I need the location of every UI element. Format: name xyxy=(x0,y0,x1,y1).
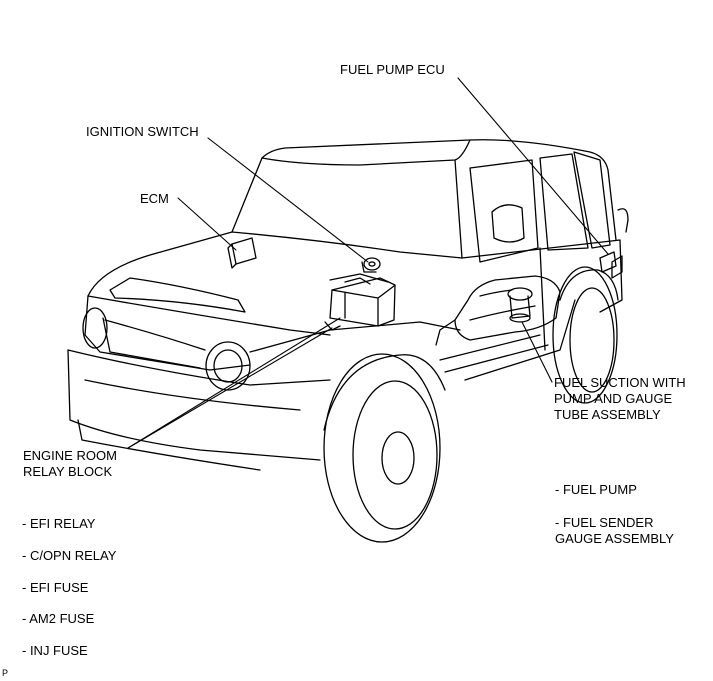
fuel-sender-label: - FUEL SENDER GAUGE ASSEMBLY xyxy=(555,515,674,547)
leader-fuel-suction xyxy=(521,321,553,383)
leader-engine-room xyxy=(127,327,333,449)
relay-item-efi-fuse: - EFI FUSE xyxy=(22,580,89,595)
fuel-tank-part xyxy=(435,275,561,346)
leader-ignition-switch xyxy=(207,137,369,263)
leader-fuel-pump-ecu xyxy=(457,77,609,255)
ignition-switch-part xyxy=(361,257,381,273)
fuel-suction-line-2: PUMP AND GAUGE xyxy=(554,391,673,406)
ignition-switch-label: IGNITION SWITCH xyxy=(86,124,199,139)
fuel-sender-line-1: - FUEL SENDER xyxy=(555,515,654,530)
fuel-suction-line-3: TUBE ASSEMBLY xyxy=(554,407,661,422)
relay-item-am2-fuse: - AM2 FUSE xyxy=(22,611,95,626)
fuel-sender-line-2: GAUGE ASSEMBLY xyxy=(555,531,674,546)
engine-room-line-2: RELAY BLOCK xyxy=(23,464,113,479)
ecm-unit xyxy=(227,237,257,269)
engine-room-label: ENGINE ROOM RELAY BLOCK xyxy=(23,448,117,480)
fuel-pump-item: - FUEL PUMP xyxy=(555,482,637,497)
relay-item-efi-relay: - EFI RELAY xyxy=(22,516,96,531)
relay-item-copn-relay: - C/OPN RELAY xyxy=(22,548,117,563)
fuel-suction-line-1: FUEL SUCTION WITH xyxy=(554,375,686,390)
fuel-pump-ecu-part xyxy=(599,251,617,273)
fuel-pump-ecu-label: FUEL PUMP ECU xyxy=(340,62,445,77)
engine-room-line-1: ENGINE ROOM xyxy=(23,448,117,463)
leader-engine-room-2 xyxy=(127,317,341,449)
leader-lines xyxy=(127,77,609,449)
relay-item-inj-fuse: - INJ FUSE xyxy=(22,643,88,658)
relay-block-part xyxy=(324,273,396,331)
leader-ecm xyxy=(177,197,237,251)
footer-mark: P xyxy=(2,668,9,678)
fuel-suction-label: FUEL SUCTION WITH PUMP AND GAUGE TUBE AS… xyxy=(554,375,686,423)
ecm-label: ECM xyxy=(140,191,169,206)
